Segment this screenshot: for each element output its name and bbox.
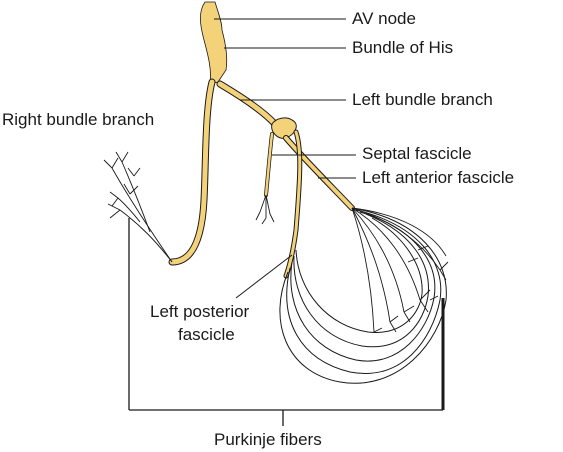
label-left-posterior-fascicle-line1: Left posterior [150, 302, 250, 321]
label-av-node: AV node [352, 9, 416, 28]
label-purkinje-fibers: Purkinje fibers [214, 430, 322, 449]
right-branch-fibers [103, 151, 173, 263]
purkinje-bracket [128, 218, 445, 426]
leader-lines [214, 18, 356, 299]
label-septal-fascicle: Septal fascicle [362, 144, 472, 163]
label-left-anterior-fascicle: Left anterior fascicle [362, 168, 515, 187]
label-left-bundle-branch: Left bundle branch [352, 90, 493, 109]
septal-branches [255, 194, 275, 225]
bundle-of-his-shape [199, 1, 228, 85]
purkinje-loops [279, 207, 447, 384]
label-right-bundle-branch: Right bundle branch [2, 110, 155, 129]
purkinje-fan [351, 207, 449, 333]
label-left-posterior-fascicle-line2: fascicle [178, 325, 235, 344]
leader-left-posterior-fascicle [235, 254, 293, 299]
label-bundle-of-his: Bundle of His [352, 38, 454, 57]
fascicle-loop-shape [271, 117, 297, 139]
